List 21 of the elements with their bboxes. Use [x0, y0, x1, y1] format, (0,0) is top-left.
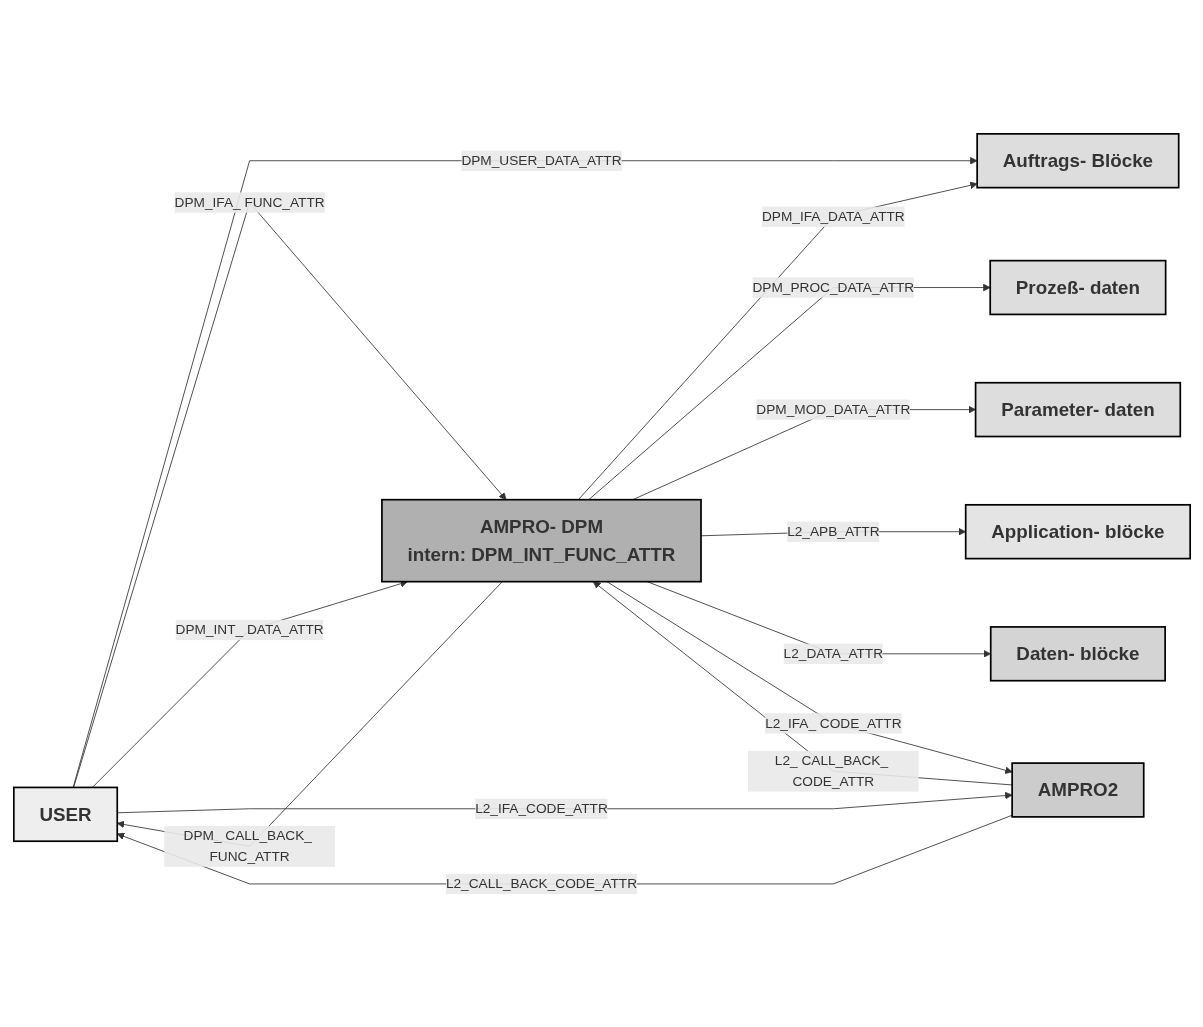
node-box: Daten- blöcke — [989, 625, 1166, 682]
node-box: USER — [12, 786, 118, 842]
edge-label: L2_ CALL_BACK_ CODE_ATTR — [774, 752, 888, 788]
edge-label: L2_IFA_CODE_ATTR — [474, 800, 608, 816]
edge-label: DPM_ CALL_BACK_ FUNC_ATTR — [183, 827, 312, 863]
node-box: Prozeß- daten — [988, 259, 1166, 315]
edge-label: DPM_USER_DATA_ATTR — [460, 152, 622, 168]
edge-label: DPM_INT_ DATA_ATTR — [175, 621, 324, 637]
edge-label: L2_IFA_ CODE_ATTR — [764, 715, 902, 730]
edge-label: DPM_IFA_ FUNC_ATTR — [174, 194, 325, 209]
node-box: Parameter- daten — [974, 381, 1181, 437]
node-box: Auftrags- Blöcke — [975, 132, 1180, 188]
edge-label: L2_DATA_ATTR — [783, 645, 883, 661]
edge-label: L2_APB_ATTR — [786, 523, 880, 539]
edge-label: DPM_MOD_DATA_ATTR — [755, 401, 910, 416]
edge-label: DPM_PROC_DATA_ATTR — [752, 279, 914, 294]
node-box: AMPRO2 — [1010, 761, 1145, 818]
node-box: AMPRO- DPM intern: DPM_INT_FUNC_ATTR — [380, 498, 702, 582]
edge-label: L2_CALL_BACK_CODE_ATTR — [445, 875, 637, 891]
node-box: Application- blöcke — [964, 503, 1191, 559]
edge-label: DPM_IFA_DATA_ATTR — [761, 208, 905, 223]
